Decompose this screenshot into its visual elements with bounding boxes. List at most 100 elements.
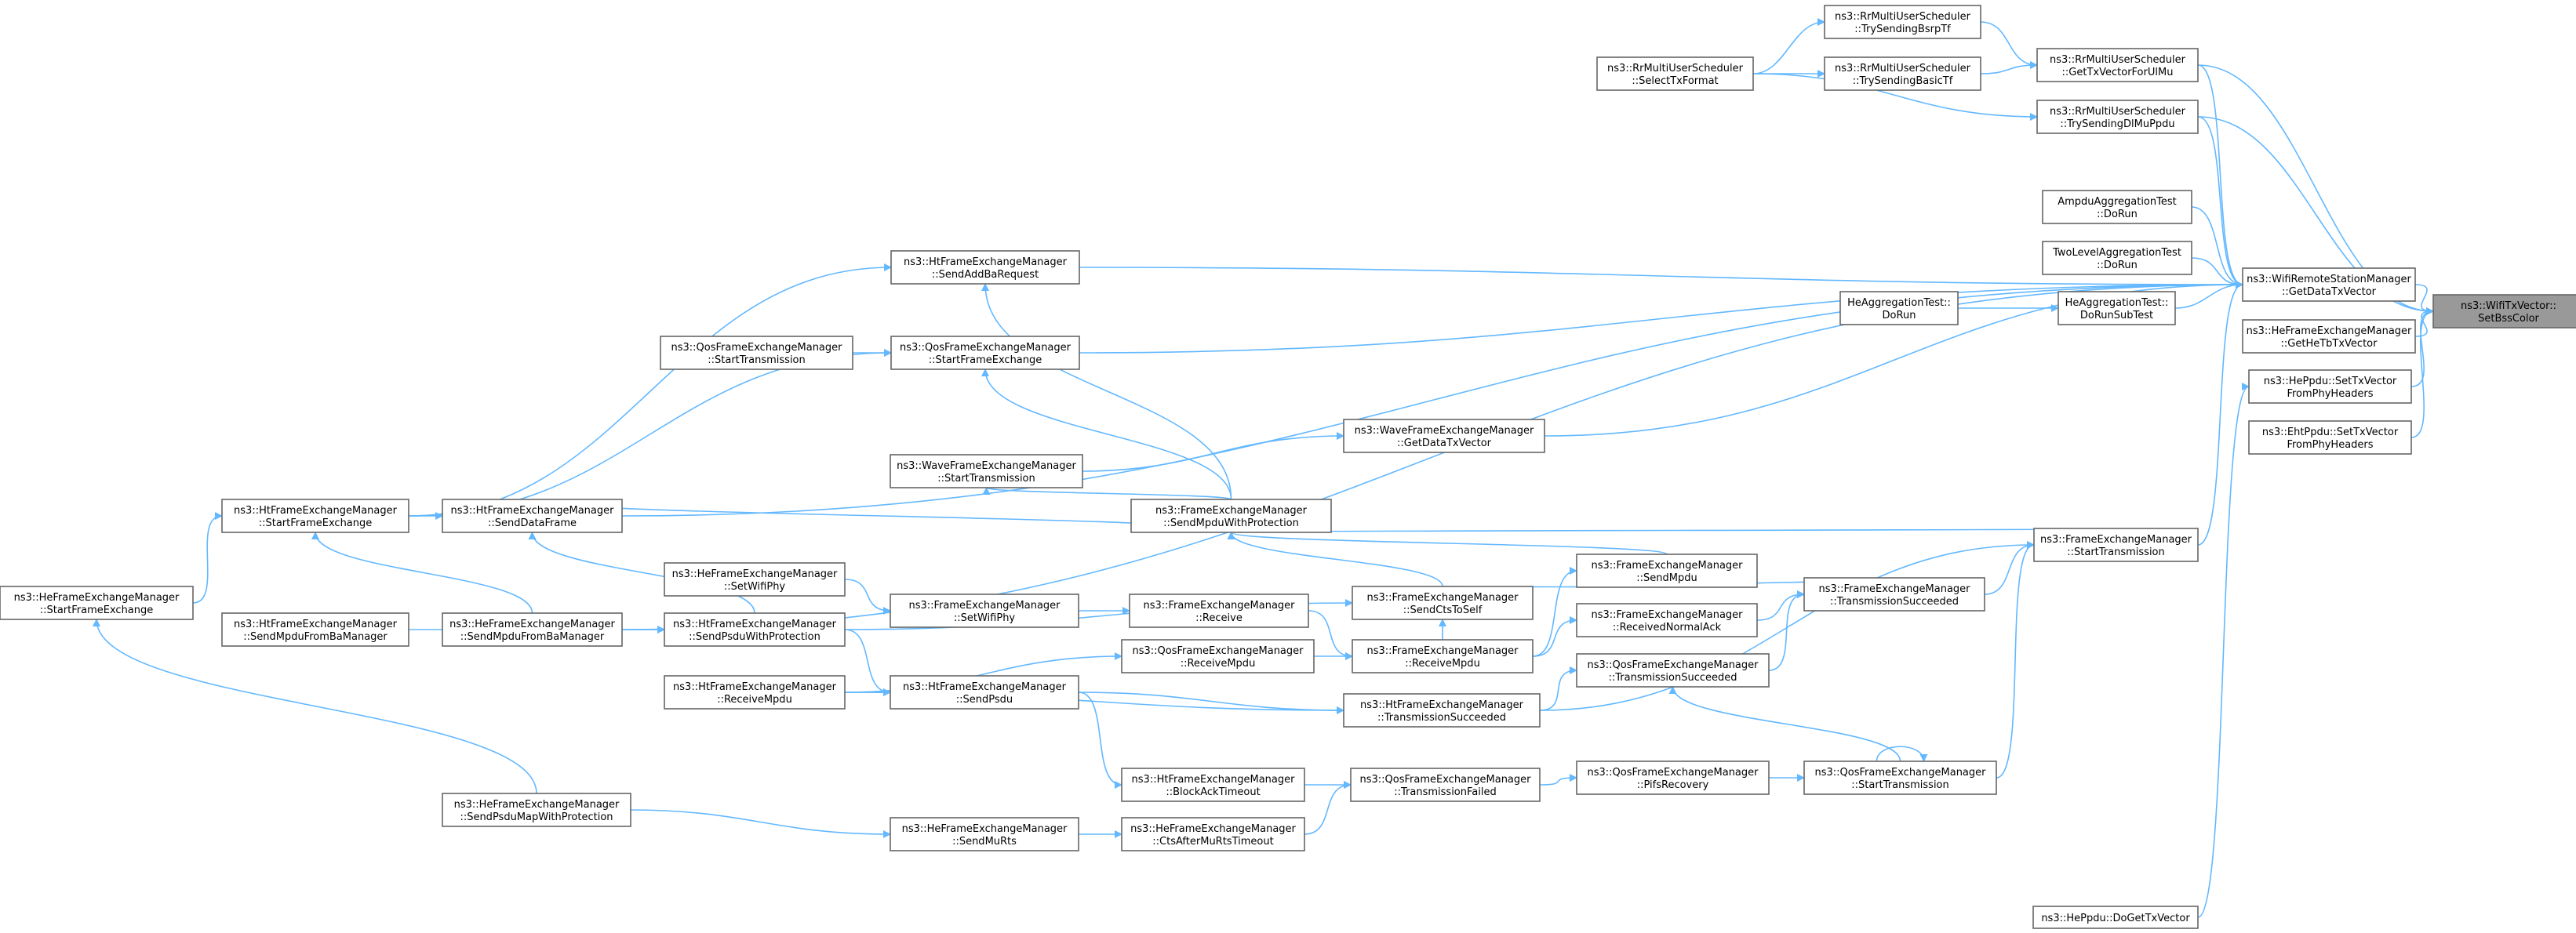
call-edge-arrow [621, 281, 2243, 517]
root-node-box[interactable]: ns3::WifiTxVector::SetBssColor [2432, 294, 2576, 329]
function-node-box[interactable]: ns3::WifiRemoteStationManager::GetDataTx… [2242, 267, 2416, 302]
function-node-box[interactable]: ns3::HtFrameExchangeManager::StartFrameE… [221, 499, 409, 533]
node-rect [890, 454, 1083, 488]
function-node-box[interactable]: ns3::HeFrameExchangeManager::SendMuRts [890, 817, 1079, 851]
call-edge-arrow [2197, 383, 2250, 918]
function-node-box[interactable]: ns3::FrameExchangeManager::ReceiveMpdu [1352, 639, 1534, 673]
function-node-box[interactable]: ns3::FrameExchangeManager::TransmissionS… [1803, 577, 1985, 612]
function-node-box[interactable]: ns3::FrameExchangeManager::SendMpdu [1576, 554, 1758, 588]
function-node-box[interactable]: ns3::QosFrameExchangeManager::Transmissi… [1350, 768, 1541, 802]
node-rect [1824, 5, 1981, 39]
node-label: TwoLevelAggregationTest [2052, 247, 2181, 259]
function-node-box[interactable]: ns3::HeFrameExchangeManager::GetHeTbTxVe… [2242, 319, 2416, 354]
node-label: ns3::FrameExchangeManager [2040, 534, 2192, 546]
node-label: HeAggregationTest:: [2065, 297, 2169, 309]
function-node-box[interactable]: ns3::HtFrameExchangeManager::Transmissio… [1343, 693, 1541, 728]
call-edge-arrow [2414, 307, 2434, 337]
node-label: ns3::WifiTxVector:: [2461, 300, 2556, 312]
function-node-box[interactable]: AmpduAggregationTest::DoRun [2042, 190, 2192, 224]
function-node-box[interactable]: ns3::HeFrameExchangeManager::SendMpduFro… [442, 612, 623, 647]
function-node-box[interactable]: ns3::QosFrameExchangeManager::ReceiveMpd… [1121, 639, 1315, 673]
node-layer: ns3::WifiTxVector::SetBssColor ns3::WifiR… [0, 5, 2576, 929]
function-node-box[interactable]: ns3::FrameExchangeManager::StartTransmis… [2033, 528, 2199, 562]
function-node-box[interactable]: ns3::FrameExchangeManager::Receive [1129, 594, 1309, 628]
node-rect [890, 817, 1079, 851]
node-label: ::StartFrameExchange [40, 604, 154, 616]
function-node-box[interactable]: ns3::RrMultiUserScheduler::GetTxVectorFo… [2036, 48, 2199, 82]
function-node-box[interactable]: ns3::HeFrameExchangeManager::StartFrameE… [0, 586, 194, 620]
node-rect [890, 675, 1079, 710]
node-rect [221, 612, 409, 647]
call-edge-arrow [1756, 590, 1805, 621]
function-node-box[interactable]: ns3::RrMultiUserScheduler::TrySendingBas… [1824, 56, 1981, 91]
function-node-box[interactable]: ns3::FrameExchangeManager::ReceivedNorma… [1576, 603, 1758, 637]
function-node-box[interactable]: ns3::RrMultiUserScheduler::SelectTxForma… [1596, 56, 1754, 91]
function-node-box[interactable]: ns3::HtFrameExchangeManager::SendDataFra… [442, 499, 623, 533]
function-node-box[interactable]: HeAggregationTest::DoRunSubTest [2058, 291, 2176, 325]
node-rect [1343, 693, 1541, 728]
call-edge-arrow [408, 349, 892, 517]
call-edge-arrow [1078, 692, 1344, 714]
node-label: ::ReceiveMpdu [1181, 658, 1256, 670]
node-label: ns3::HtFrameExchangeManager [904, 256, 1068, 268]
node-label: ::TrySendingDlMuPpdu [2060, 118, 2174, 130]
call-edge-arrow [1308, 610, 1353, 660]
call-edge-arrow [1539, 774, 1577, 786]
node-label: ::DoRun [2097, 260, 2138, 271]
node-label: ::TransmissionSucceeded [1377, 712, 1506, 724]
node-label: ns3::HeFrameExchangeManager [902, 823, 1068, 835]
function-node-box[interactable]: ns3::QosFrameExchangeManager::PifsRecove… [1576, 761, 1770, 795]
function-node-box[interactable]: ns3::HtFrameExchangeManager::ReceiveMpdu [664, 675, 846, 710]
node-label: ::SendDataFrame [488, 517, 577, 529]
node-rect [1343, 419, 1545, 453]
function-node-box[interactable]: ns3::QosFrameExchangeManager::Transmissi… [1576, 653, 1770, 688]
function-node-box[interactable]: ns3::QosFrameExchangeManager::StartTrans… [1803, 761, 1997, 795]
function-node-box[interactable]: ns3::FrameExchangeManager::SendMpduWithP… [1130, 499, 1332, 533]
function-node-box[interactable]: ns3::WaveFrameExchangeManager::GetDataTx… [1343, 419, 1545, 453]
function-node-box[interactable]: ns3::WaveFrameExchangeManager::StartTran… [890, 454, 1083, 488]
function-node-box[interactable]: ns3::HePpdu::DoGetTxVector [2032, 906, 2199, 929]
node-rect [1803, 761, 1997, 795]
function-node-box[interactable]: ns3::HeFrameExchangeManager::SendPsduMap… [442, 793, 631, 827]
node-label: ::SendPsdu [956, 694, 1013, 706]
node-rect [2432, 294, 2576, 329]
node-label: ns3::HtFrameExchangeManager [234, 505, 398, 517]
node-rect [664, 675, 846, 710]
node-rect [442, 612, 623, 647]
function-node-box[interactable]: HeAggregationTest::DoRun [1839, 291, 1959, 325]
function-node-box[interactable]: ns3::RrMultiUserScheduler::TrySendingBsr… [1824, 5, 1981, 39]
node-rect [2242, 267, 2416, 302]
function-node-box[interactable]: ns3::QosFrameExchangeManager::StartTrans… [660, 336, 853, 370]
node-label: ns3::FrameExchangeManager [1155, 505, 1308, 517]
function-node-box[interactable]: ns3::HeFrameExchangeManager::SetWifiPhy [664, 562, 846, 597]
function-node-box[interactable]: ns3::RrMultiUserScheduler::TrySendingDlM… [2036, 100, 2199, 134]
node-rect [2033, 528, 2199, 562]
node-rect [1576, 761, 1770, 795]
function-node-box[interactable]: ns3::FrameExchangeManager::SendCtsToSelf [1352, 586, 1534, 620]
call-edge-arrow [93, 619, 537, 794]
node-label: ::Receive [1195, 612, 1243, 624]
function-node-box[interactable]: TwoLevelAggregationTest::DoRun [2042, 241, 2192, 275]
function-node-box[interactable]: ns3::HtFrameExchangeManager::SendMpduFro… [221, 612, 409, 647]
node-label: ::CtsAfterMuRtsTimeout [1152, 836, 1273, 848]
function-node-box[interactable]: ns3::HeFrameExchangeManager::CtsAfterMuR… [1121, 817, 1305, 851]
node-label: ::StartTransmission [1851, 779, 1949, 791]
node-label: ::ReceiveMpdu [1405, 658, 1480, 670]
node-label: ns3::RrMultiUserScheduler [2050, 106, 2186, 118]
node-label: ::ReceivedNormalAck [1613, 622, 1722, 633]
node-rect [2248, 369, 2412, 404]
call-edge-arrow [1532, 616, 1577, 657]
function-node-box[interactable]: ns3::QosFrameExchangeManager::StartFrame… [890, 336, 1080, 370]
call-edge-arrow [1227, 532, 1668, 555]
function-node-box[interactable]: ns3::HtFrameExchangeManager::SendPsdu [890, 675, 1079, 710]
function-node-box[interactable]: ns3::HtFrameExchangeManager::SendAddBaRe… [890, 250, 1080, 285]
function-node-box[interactable]: ns3::HtFrameExchangeManager::SendPsduWit… [664, 612, 846, 647]
node-rect [2242, 319, 2416, 354]
node-label: ns3::FrameExchangeManager [1591, 609, 1743, 621]
function-node-box[interactable]: ns3::FrameExchangeManager::SetWifiPhy [890, 594, 1079, 628]
function-node-box[interactable]: ns3::HtFrameExchangeManager::BlockAckTim… [1121, 768, 1305, 802]
call-edge-arrow [2191, 257, 2243, 289]
